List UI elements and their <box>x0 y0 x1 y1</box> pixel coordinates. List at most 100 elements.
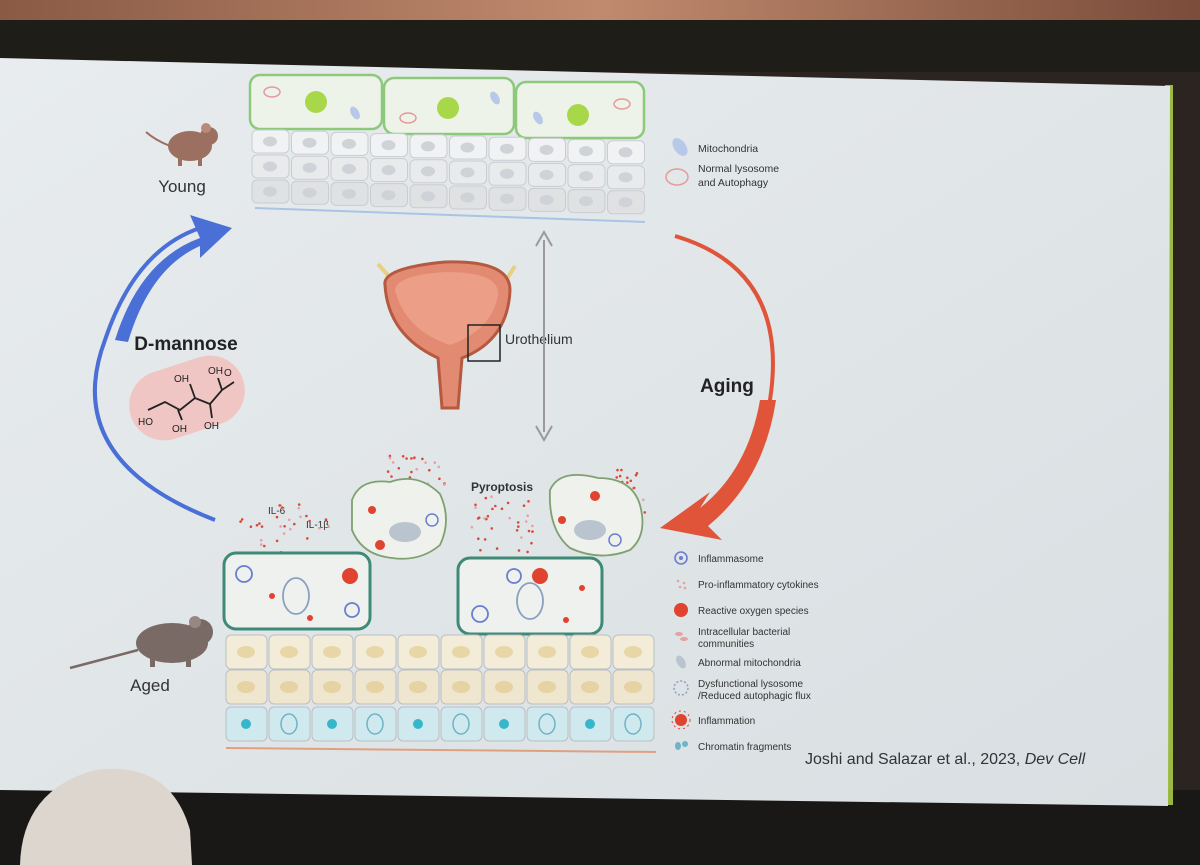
dysfunctional-lysosome-icon <box>282 577 310 615</box>
aged-basal-cell <box>440 669 483 705</box>
legend-item-label: Intracellular bacterial <box>698 627 790 638</box>
young-nucleus <box>305 91 327 113</box>
basal-cell <box>291 180 329 205</box>
molecule-o: O <box>224 368 232 379</box>
aged-basal-cell <box>612 634 655 670</box>
mitochondria-icon <box>533 111 543 125</box>
basal-cell <box>567 189 606 214</box>
legend-item-label: Dysfunctional lysosome <box>698 679 803 690</box>
molecule-oh-3: OH <box>208 366 223 377</box>
legend-young: Mitochondria Normal lysosome and Autopha… <box>665 138 779 189</box>
legend-item: Dysfunctional lysosome/Reduced autophagi… <box>673 679 811 702</box>
basal-cell <box>567 139 606 164</box>
basal-cell <box>607 190 645 215</box>
basement-membrane <box>254 207 646 223</box>
legend-item: Chromatin fragments <box>675 741 791 753</box>
label-urothelium: Urothelium <box>505 331 573 347</box>
basal-cell <box>449 135 487 160</box>
chromatin-icon <box>538 713 556 735</box>
lysosome-icon <box>263 86 281 98</box>
aged-basal-cell <box>354 706 397 742</box>
basal-cell <box>488 161 527 186</box>
inflammasome-icon <box>425 513 439 527</box>
legend-item-label: Inflammation <box>698 716 755 727</box>
basal-cell <box>251 129 290 154</box>
legend-item-label: /Reduced autophagic flux <box>698 691 811 702</box>
label-aging: Aging <box>700 376 754 397</box>
basal-cell <box>291 155 329 180</box>
inflammasome-icon <box>344 602 360 618</box>
basal-cell <box>409 159 448 184</box>
legend-item: Inflammation <box>671 710 755 730</box>
legend-lysosome-line1: Normal lysosome <box>698 163 779 175</box>
molecule-oh-4: OH <box>204 421 219 432</box>
inflammasome-icon <box>608 533 622 547</box>
aged-basement-membrane <box>225 747 657 753</box>
capsule-icon <box>129 355 245 441</box>
aged-basal-cell <box>354 634 397 670</box>
basal-cell <box>370 133 408 158</box>
lysosome-icon <box>613 98 631 110</box>
dysfunctional-lysosome-icon <box>516 582 544 620</box>
aged-basal-cell <box>612 669 655 705</box>
aged-basal-cell <box>440 634 483 670</box>
ros-icon <box>368 506 376 514</box>
young-urothelium-tissue <box>248 73 646 223</box>
inflammation-icon <box>671 710 691 730</box>
legend-item: Inflammasome <box>674 551 764 565</box>
basal-cell <box>370 158 408 183</box>
label-d-mannose: D-mannose <box>134 334 237 355</box>
molecule-oh-1: OH <box>172 424 187 435</box>
citation-journal: Dev Cell <box>1025 751 1086 768</box>
molecule-ho: HO <box>138 417 153 428</box>
basal-cell <box>528 137 566 162</box>
basal-cell <box>449 160 487 185</box>
young-basal-cell-rows <box>251 129 645 215</box>
abnormal-mitochondria-icon <box>389 522 421 542</box>
basal-cell <box>607 140 645 165</box>
audience-head <box>20 768 192 865</box>
basal-cell <box>409 184 448 209</box>
label-pyroptosis: Pyroptosis <box>471 480 533 494</box>
aged-basal-cell <box>569 669 612 705</box>
molecule-oh-2: OH <box>174 374 189 385</box>
abnormal-mitochondria-icon <box>676 655 686 669</box>
basal-cell <box>330 156 369 181</box>
chromatin-icon <box>452 713 470 735</box>
citation: Joshi and Salazar et al., 2023, Dev Cell <box>805 751 1086 768</box>
lysosome-icon <box>399 112 417 124</box>
inflammasome-icon <box>506 568 522 584</box>
ros-icon <box>375 540 385 550</box>
aged-basal-cell <box>225 669 268 705</box>
basal-cell <box>330 131 369 156</box>
ros-icon <box>590 491 600 501</box>
legend-item-label: communities <box>698 639 754 650</box>
ros-icon <box>342 568 358 584</box>
bladder-icon <box>376 260 517 410</box>
basal-cell <box>370 183 408 208</box>
legend-item: Pro-inflammatory cytokines <box>676 579 819 591</box>
aged-basal-cell <box>225 706 268 742</box>
basal-cell <box>330 181 369 206</box>
basal-cell <box>251 179 290 204</box>
basal-cell <box>488 136 527 161</box>
double-arrow-icon <box>535 229 553 443</box>
aged-basal-cell <box>311 706 354 742</box>
legend-item-label: Pro-inflammatory cytokines <box>698 580 819 591</box>
aged-basal-cell <box>569 634 612 670</box>
legend-item-label: Abnormal mitochondria <box>698 658 801 669</box>
aged-basal-cell <box>311 669 354 705</box>
ros-icon <box>532 568 548 584</box>
aged-basal-cell <box>612 706 655 742</box>
mitochondria-icon <box>672 138 688 156</box>
pyroptotic-cell <box>351 478 447 560</box>
citation-authors: Joshi and Salazar et al., 2023, <box>805 751 1025 768</box>
inflammation-icon <box>307 615 313 621</box>
aged-umbrella-cell <box>456 556 604 636</box>
aged-basal-cell <box>311 634 354 670</box>
mitochondria-icon <box>490 91 500 105</box>
label-il1b: IL-1β <box>306 520 329 531</box>
aging-arrow <box>660 234 776 540</box>
